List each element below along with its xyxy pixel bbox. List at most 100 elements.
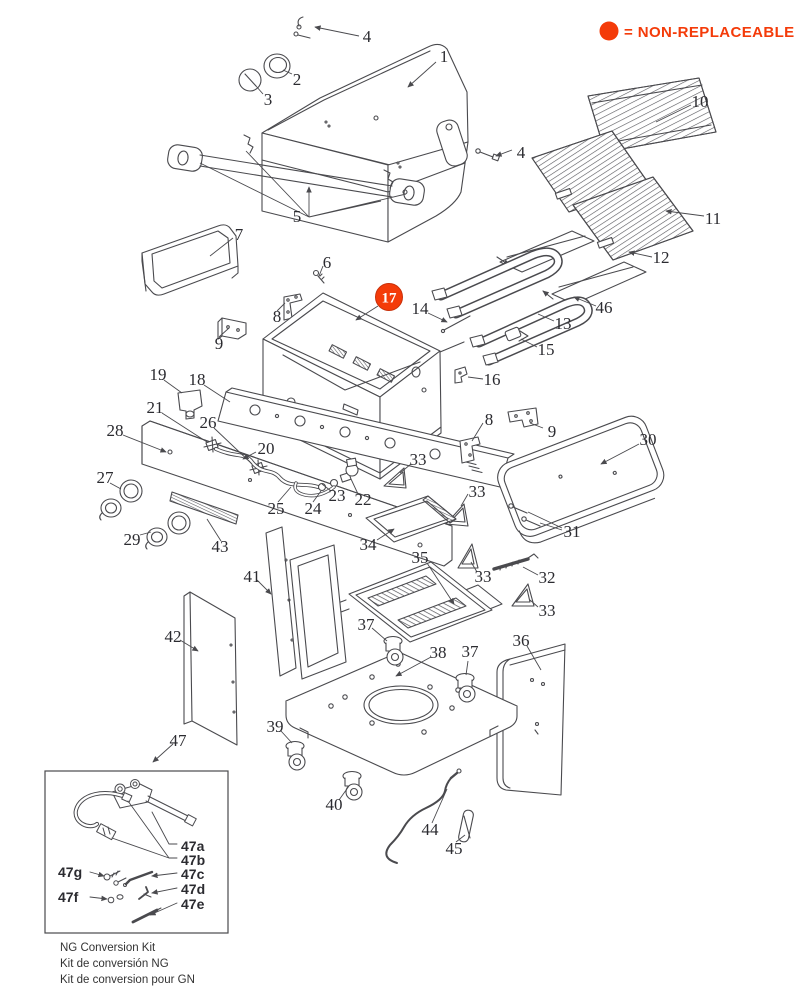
- part-2-bezel-ring: [263, 53, 291, 79]
- part-8-bracket-right: [459, 436, 481, 464]
- part-5-handle: [167, 134, 425, 206]
- callout-4-top: 4: [363, 27, 372, 46]
- part-47d-pin: [138, 886, 152, 900]
- callout-labels: 1 2 3 4 4 5 6 7 8 8 9 9 10 11 12 13 14 1…: [97, 27, 722, 858]
- part-10-warming-rack: [587, 77, 717, 153]
- callout-33-b: 33: [469, 482, 486, 501]
- callout-4-right: 4: [517, 143, 526, 162]
- legend-non-replaceable: = NON-REPLACEABLE: [599, 21, 795, 41]
- legend-label: = NON-REPLACEABLE: [624, 24, 795, 41]
- part-13-burner-tube: [469, 296, 593, 366]
- part-47b-hose: [73, 791, 133, 841]
- callout-15: 15: [538, 340, 555, 359]
- part-4-screws-top: [293, 16, 311, 39]
- kit-captions: NG Conversion Kit Kit de conversión NG K…: [60, 942, 195, 986]
- inset-leader-lines: [89, 800, 178, 916]
- callout-21: 21: [147, 398, 164, 417]
- callout-5: 5: [293, 207, 302, 226]
- part-19-igniter: [177, 389, 203, 420]
- callout-47: 47: [170, 731, 188, 750]
- part-47g-screws: [103, 870, 127, 886]
- part-42-side-panel: [183, 591, 238, 746]
- part-38-cart-base: [285, 651, 518, 776]
- callout-26: 26: [200, 413, 217, 432]
- part-47c-rod: [123, 870, 154, 887]
- inset-label-47c: 47c: [181, 866, 205, 882]
- callout-37-b: 37: [462, 642, 480, 661]
- part-33-bracket-d: [511, 583, 535, 607]
- callout-30: 30: [640, 430, 657, 449]
- callout-19: 19: [150, 365, 167, 384]
- part-47f-fittings: [107, 894, 124, 904]
- callout-13: 13: [555, 314, 572, 333]
- inset-label-47e: 47e: [181, 896, 205, 912]
- callout-34: 34: [360, 535, 378, 554]
- callout-38: 38: [430, 643, 447, 662]
- inset-label-47g: 47g: [58, 864, 82, 880]
- callout-27: 27: [97, 468, 115, 487]
- callout-10: 10: [692, 92, 709, 111]
- callout-12: 12: [653, 248, 670, 267]
- part-14-burner-tube: [431, 247, 563, 334]
- part-11-cooking-grates: [531, 130, 694, 261]
- part-40-caster: [342, 770, 363, 801]
- callout-14: 14: [412, 299, 430, 318]
- callout-8-left: 8: [273, 307, 282, 326]
- badge-circle: [375, 283, 403, 311]
- callout-8-right: 8: [485, 410, 494, 429]
- callout-9-right: 9: [548, 422, 557, 441]
- non-replaceable-dot-icon: [599, 21, 619, 41]
- callout-40: 40: [326, 795, 343, 814]
- callout-11: 11: [705, 209, 721, 228]
- callout-39: 39: [267, 717, 284, 736]
- callout-46: 46: [596, 298, 613, 317]
- callout-32: 32: [539, 568, 556, 587]
- part-43-logo-plate: [169, 491, 239, 525]
- callout-31: 31: [564, 522, 581, 541]
- part-9-bracket-right: [507, 407, 539, 428]
- callout-42: 42: [165, 627, 182, 646]
- callout-35: 35: [412, 548, 429, 567]
- leader-lines: [109, 25, 705, 843]
- callout-41: 41: [244, 567, 261, 586]
- part-17-highlight-badge: 17: [375, 283, 403, 311]
- inset-label-47b: 47b: [181, 852, 205, 868]
- part-30-right-shelf: [497, 415, 665, 544]
- callout-1: 1: [440, 47, 449, 66]
- callout-37-a: 37: [358, 615, 376, 634]
- part-45-holder: [458, 809, 474, 843]
- callout-25: 25: [268, 499, 285, 518]
- callout-3: 3: [264, 90, 273, 109]
- part-44-wire: [385, 768, 462, 864]
- callout-24: 24: [305, 499, 323, 518]
- part-21-valve: [203, 436, 222, 453]
- callout-43: 43: [212, 537, 229, 556]
- part-29-knob: [145, 511, 191, 550]
- part-35-slide-tray: [337, 561, 503, 643]
- callout-9-left: 9: [215, 334, 224, 353]
- part-37-caster-a: [383, 635, 404, 666]
- badge-label: 17: [382, 291, 398, 307]
- part-20-manifold-pipe: [214, 447, 320, 489]
- part-27-knob: [99, 479, 143, 521]
- callout-44: 44: [422, 820, 440, 839]
- inset-label-47d: 47d: [181, 881, 205, 897]
- part-16-clip: [454, 366, 468, 384]
- callout-33-c: 33: [475, 567, 492, 586]
- part-4-screws-right: [475, 148, 501, 162]
- part-3-thermometer: [238, 68, 262, 92]
- inset-label-47a: 47a: [181, 838, 205, 854]
- callout-33-d: 33: [539, 601, 556, 620]
- conversion-kit-inset: 47a 47b 47c 47d 47e 47g 47f: [44, 770, 229, 934]
- callout-45: 45: [446, 839, 463, 858]
- callout-22: 22: [355, 490, 372, 509]
- part-22-regulator: [293, 457, 359, 498]
- caption-es: Kit de conversión NG: [60, 958, 169, 970]
- callout-28: 28: [107, 421, 124, 440]
- callout-18: 18: [189, 370, 206, 389]
- part-41-back-panel: [265, 526, 347, 680]
- callout-16: 16: [484, 370, 501, 389]
- part-8-bracket-left: [283, 293, 303, 321]
